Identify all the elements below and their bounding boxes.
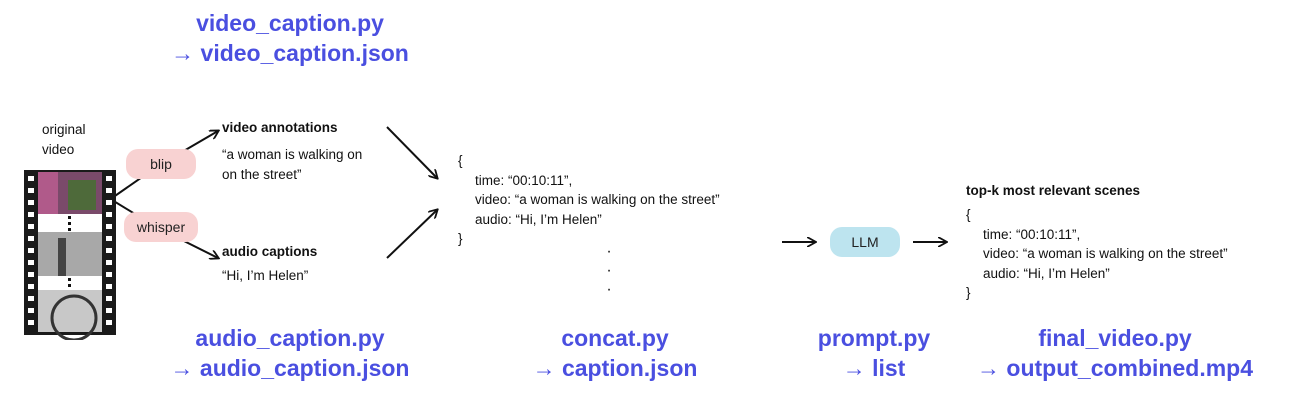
caption-json-open: { [458, 153, 463, 168]
audio-caption-script-output: → audio_caption.json [170, 355, 410, 381]
top-k-json-audio: audio: “Hi, I’m Helen” [983, 265, 1110, 281]
caption-json-time: time: “00:10:11”, [475, 172, 573, 188]
concat-script-label: concat.py → caption.json [490, 323, 740, 383]
whisper-model: whisper [124, 212, 198, 242]
top-k-json-video: video: “a woman is walking on the street… [983, 246, 1228, 261]
video-annotations-line1: “a woman is walking on [222, 147, 363, 162]
audio-captions-text: “Hi, I’m Helen” [222, 268, 309, 283]
top-k-json-time: time: “00:10:11”, [983, 226, 1081, 242]
video-annotations-text: “a woman is walking on on the street” [222, 145, 362, 185]
caption-json-block: { time: “00:10:11”, video: “a woman is w… [458, 151, 720, 249]
arrow-captions-to-concat [386, 210, 437, 259]
video-annotations-title: video annotations [222, 120, 338, 135]
audio-captions-title: audio captions [222, 244, 318, 259]
blip-model: blip [126, 149, 196, 179]
ellipsis-dot: · [606, 262, 612, 279]
top-k-json-close: } [966, 285, 971, 300]
final-video-script-name: final_video.py [1038, 325, 1192, 351]
prompt-script-label: prompt.py → list [790, 323, 958, 383]
caption-json-audio: audio: “Hi, I’m Helen” [475, 211, 602, 227]
prompt-script-name: prompt.py [817, 325, 931, 351]
video-caption-script-label: video_caption.py → video_caption.json [140, 8, 440, 68]
prompt-script-output: → list [842, 355, 906, 381]
original-video-label-line1: original [42, 122, 86, 137]
ellipsis-dot: · [606, 243, 612, 260]
arrow-annotations-to-concat [386, 126, 437, 178]
video-caption-script-output: → video_caption.json [171, 40, 409, 66]
llm-model: LLM [830, 227, 900, 257]
concat-script-name: concat.py [561, 325, 669, 351]
caption-json-video: video: “a woman is walking on the street… [475, 192, 720, 207]
final-video-script-label: final_video.py → output_combined.mp4 [960, 323, 1270, 383]
ellipsis-dot: · [606, 281, 612, 298]
top-k-json-open: { [966, 207, 971, 222]
original-video-label-line2: video [42, 142, 75, 157]
video-annotations-line2: on the street” [222, 167, 302, 182]
audio-caption-script-name: audio_caption.py [195, 325, 385, 351]
video-caption-script-name: video_caption.py [196, 10, 384, 36]
top-k-json-block: { time: “00:10:11”, video: “a woman is w… [966, 205, 1228, 303]
original-video-label: original video [42, 120, 86, 160]
concat-script-output: → caption.json [532, 355, 698, 381]
top-k-title: top-k most relevant scenes [966, 183, 1141, 198]
film-strip-thumbnail [24, 170, 116, 340]
caption-json-close: } [458, 231, 463, 246]
final-video-script-output: → output_combined.mp4 [977, 355, 1253, 381]
caption-json-ellipsis: · · · [604, 242, 614, 299]
audio-caption-script-label: audio_caption.py → audio_caption.json [140, 323, 440, 383]
